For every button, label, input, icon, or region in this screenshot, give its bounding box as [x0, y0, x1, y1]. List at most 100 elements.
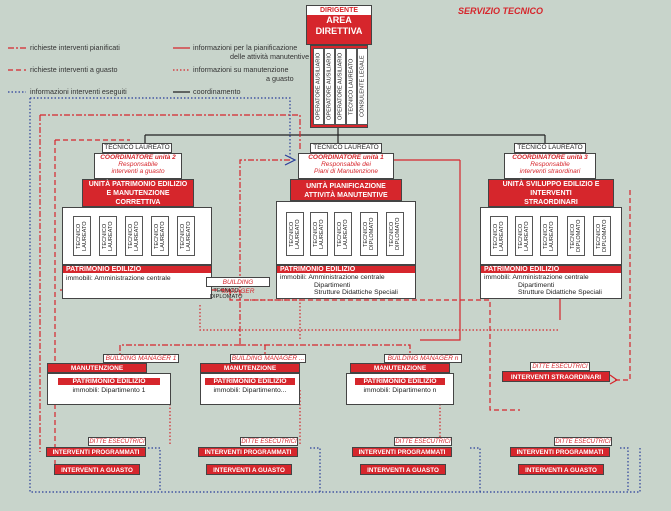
legend-fault: richieste interventi a guasto [30, 65, 118, 74]
unit-center-coord-label: COORDINATORE unità 1 [308, 154, 384, 161]
unit-left-name-3: CORRETTIVA [115, 199, 161, 206]
unit-left-resp: Responsabile [118, 161, 158, 168]
bm-2-box: PATRIMONIO EDILIZIO immobili: Dipartimen… [200, 373, 300, 405]
unit-center-name[interactable]: UNITÀ PIANIFICAZIONE ATTIVITÀ MANUTENTIV… [290, 179, 402, 201]
bm-3-imm: immobili: Dipartimento n [363, 387, 437, 394]
director-role: DIRIGENTE [307, 6, 371, 15]
bm-1-label[interactable]: BUILDING MANAGER 1 [103, 354, 179, 363]
unit-left-staff-4: TECNICO LAUREATO [177, 216, 195, 256]
unit-center-staff-1: TECNICO LAUREATO [310, 212, 328, 256]
unit-right-tecnico: TECNICO LAUREATO [514, 143, 586, 153]
unit-right-name-1: UNITÀ SVILUPPO EDILIZIO E [502, 181, 600, 188]
unit-left-coord: COORDINATORE unità 2 Responsabile interv… [94, 153, 182, 179]
unit-center-name-1: UNITÀ PIANIFICAZIONE [306, 183, 386, 190]
area-label-2: DIRETTIVA [315, 26, 363, 36]
ditte-3-prog[interactable]: INTERVENTI PROGRAMMATI [352, 447, 452, 457]
unit-left-pe: PATRIMONIO EDILIZIO [63, 266, 211, 273]
bm-2-pe: PATRIMONIO EDILIZIO [205, 378, 295, 385]
unit-center-staff-2: TECNICO LAUREATO [334, 212, 352, 256]
unit-center-resp-2: Piani di Manutenzione [314, 168, 378, 175]
ditte-2-guasto[interactable]: INTERVENTI A GUASTO [206, 464, 292, 475]
unit-right-staff-4: TECNICO DIPLOMATO [593, 216, 611, 256]
bm-3-pe: PATRIMONIO EDILIZIO [355, 378, 445, 385]
unit-right-patrimonio: PATRIMONIO EDILIZIO immobili: Amministra… [480, 265, 622, 299]
bm-1-pe: PATRIMONIO EDILIZIO [58, 378, 160, 385]
unit-center-imm-2: Dipartimenti [314, 281, 351, 289]
legend-swatches [8, 47, 190, 93]
unit-center-imm: immobili: Amministrazione centrale [280, 274, 385, 281]
ditte-1-prog[interactable]: INTERVENTI PROGRAMMATI [46, 447, 146, 457]
staff-4: CONSULENTE LEGALE [357, 48, 368, 125]
straord-box[interactable]: INTERVENTI STRAORDINARI [502, 371, 610, 382]
ditte-1-label: DITTE ESECUTRICI [88, 437, 146, 446]
bm-3-man: MANUTENZIONE [350, 363, 450, 373]
building-manager-main[interactable]: BUILDING MANAGER [206, 277, 270, 295]
ditte-3-label: DITTE ESECUTRICI [394, 437, 452, 446]
bm-1-imm: immobili: Dipartimento 1 [72, 387, 146, 394]
legend: richieste interventi pianificati richies… [8, 40, 310, 100]
unit-center-staff-4: TECNICO DIPLOMATO [386, 212, 404, 256]
bm-1-man: MANUTENZIONE [47, 363, 147, 373]
legend-planning-info: informazioni per la pianificazione [193, 43, 298, 52]
bm-3-box: PATRIMONIO EDILIZIO immobili: Dipartimen… [346, 373, 454, 405]
unit-left-staff: TECNICO LAUREATO TECNICO LAUREATO TECNIC… [62, 207, 212, 265]
director-box[interactable]: DIRIGENTE AREA DIRETTIVA [306, 5, 372, 45]
legend-maint-info-2: a guasto [266, 74, 294, 83]
unit-right-staff-0: TECNICO LAUREATO [490, 216, 508, 256]
unit-right-imm-2: Dipartimenti [518, 281, 555, 289]
legend-coordination: coordinamento [193, 87, 241, 96]
area-label: AREA [326, 15, 352, 25]
unit-right-coord-label: COORDINATORE unità 3 [512, 154, 588, 161]
unit-right-resp: Responsabile [530, 161, 570, 168]
staff-1: OPERATORE AUSILIARIO [324, 48, 335, 125]
bm-3-label[interactable]: BUILDING MANAGER n [384, 354, 462, 363]
unit-right-name[interactable]: UNITÀ SVILUPPO EDILIZIO E INTERVENTI STR… [488, 179, 614, 207]
unit-right-staff: TECNICO LAUREATO TECNICO LAUREATO TECNIC… [480, 207, 622, 265]
legend-planning-info-2: delle attività manutentive [230, 52, 310, 61]
unit-left-tecnico: TECNICO LAUREATO [102, 143, 172, 153]
unit-left-name[interactable]: UNITÀ PATRIMONIO EDILIZIO E MANUTENZIONE… [82, 179, 194, 207]
unit-left-staff-2: TECNICO LAUREATO [125, 216, 143, 256]
unit-left-staff-1: TECNICO LAUREATO [99, 216, 117, 256]
bm-1-box: PATRIMONIO EDILIZIO immobili: Dipartimen… [47, 373, 171, 405]
ditte-4-prog[interactable]: INTERVENTI PROGRAMMATI [510, 447, 610, 457]
unit-left-imm: immobili: Amministrazione centrale [66, 275, 171, 282]
unit-right-coord: COORDINATORE unità 3 Responsabile interv… [504, 153, 596, 179]
unit-left-patrimonio: PATRIMONIO EDILIZIO immobili: Amministra… [62, 265, 212, 299]
unit-right-pe: PATRIMONIO EDILIZIO [481, 266, 621, 273]
unit-right-staff-3: TECNICO DIPLOMATO [567, 216, 585, 256]
unit-left-staff-3: TECNICO LAUREATO [151, 216, 169, 256]
legend-executed: informazioni interventi eseguiti [30, 87, 127, 96]
ditte-4-guasto[interactable]: INTERVENTI A GUASTO [518, 464, 604, 475]
unit-right-name-2: INTERVENTI [530, 190, 572, 197]
unit-center-imm-3: Strutture Didattiche Speciali [314, 289, 398, 296]
staff-0: OPERATORE AUSILIARIO [313, 48, 324, 125]
unit-center-name-2: ATTIVITÀ MANUTENTIVE [304, 192, 388, 199]
unit-left-name-2: E MANUTENZIONE [106, 190, 170, 197]
unit-center-staff-0: TECNICO LAUREATO [286, 212, 304, 256]
bm-2-man: MANUTENZIONE [200, 363, 300, 373]
unit-center-coord: COORDINATORE unità 1 Responsabile dei Pi… [298, 153, 394, 179]
unit-center-resp: Responsabile dei [321, 161, 371, 168]
unit-right-name-3: STRAORDINARI [524, 199, 578, 206]
unit-center-patrimonio: PATRIMONIO EDILIZIO immobili: Amministra… [276, 265, 416, 299]
ditte-2-prog[interactable]: INTERVENTI PROGRAMMATI [198, 447, 298, 457]
ditte-4-label: DITTE ESECUTRICI [554, 437, 612, 446]
ditte-1-guasto[interactable]: INTERVENTI A GUASTO [54, 464, 140, 475]
staff-strip: OPERATORE AUSILIARIO OPERATORE AUSILIARI… [310, 45, 368, 128]
unit-center-tecnico: TECNICO LAUREATO [310, 143, 382, 153]
bm-2-label[interactable]: BUILDING MANAGER ... [230, 354, 306, 363]
unit-left-resp-2: interventi a guasto [111, 168, 165, 175]
unit-left-name-1: UNITÀ PATRIMONIO EDILIZIO [88, 181, 188, 188]
ditte-3-guasto[interactable]: INTERVENTI A GUASTO [360, 464, 446, 475]
bm-2-imm: immobili: Dipartimento... [213, 387, 287, 394]
unit-right-staff-1: TECNICO LAUREATO [515, 216, 533, 256]
unit-center-pe: PATRIMONIO EDILIZIO [277, 266, 415, 273]
legend-maint-info: informazioni su manutenzione [193, 65, 289, 74]
building-manager-main-sub: TECNICO DIPLOMATO [210, 288, 243, 300]
unit-right-staff-2: TECNICO LAUREATO [540, 216, 558, 256]
ditte-2-label: DITTE ESECUTRICI [240, 437, 298, 446]
unit-center-staff: TECNICO LAUREATO TECNICO LAUREATO TECNIC… [276, 201, 416, 265]
staff-3: TECNICO LAUREATO [346, 48, 357, 125]
